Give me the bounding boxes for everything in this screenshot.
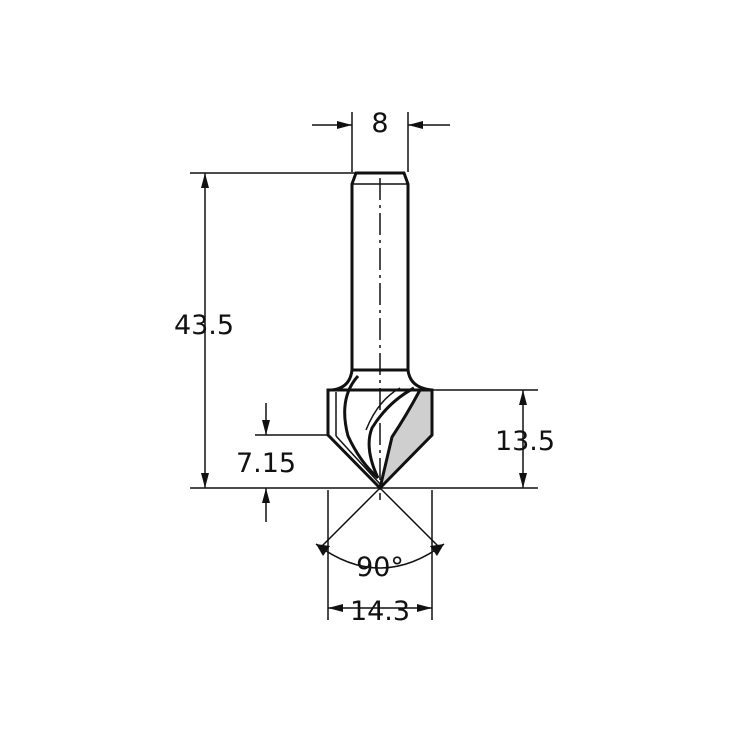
carbide-face: [380, 390, 432, 488]
dimension-cutting-height: 13.5: [432, 389, 555, 488]
dim-angle-label: 90°: [356, 552, 404, 583]
dim-shank-diameter-label: 8: [371, 108, 388, 139]
dimension-angle: 90°: [315, 487, 445, 583]
dimension-tip-height: 7.15: [236, 403, 328, 522]
dimension-total-length: 43.5: [174, 172, 356, 488]
dimension-shank-diameter: 8: [312, 108, 450, 172]
dim-total-length-label: 43.5: [174, 310, 234, 341]
cutter-body: [326, 369, 434, 491]
dimension-cutting-diameter: 14.3: [327, 490, 433, 627]
dim-cutting-height-label: 13.5: [495, 426, 555, 457]
dim-tip-height-label: 7.15: [236, 448, 296, 479]
dim-cutting-diameter-label: 14.3: [350, 596, 410, 627]
